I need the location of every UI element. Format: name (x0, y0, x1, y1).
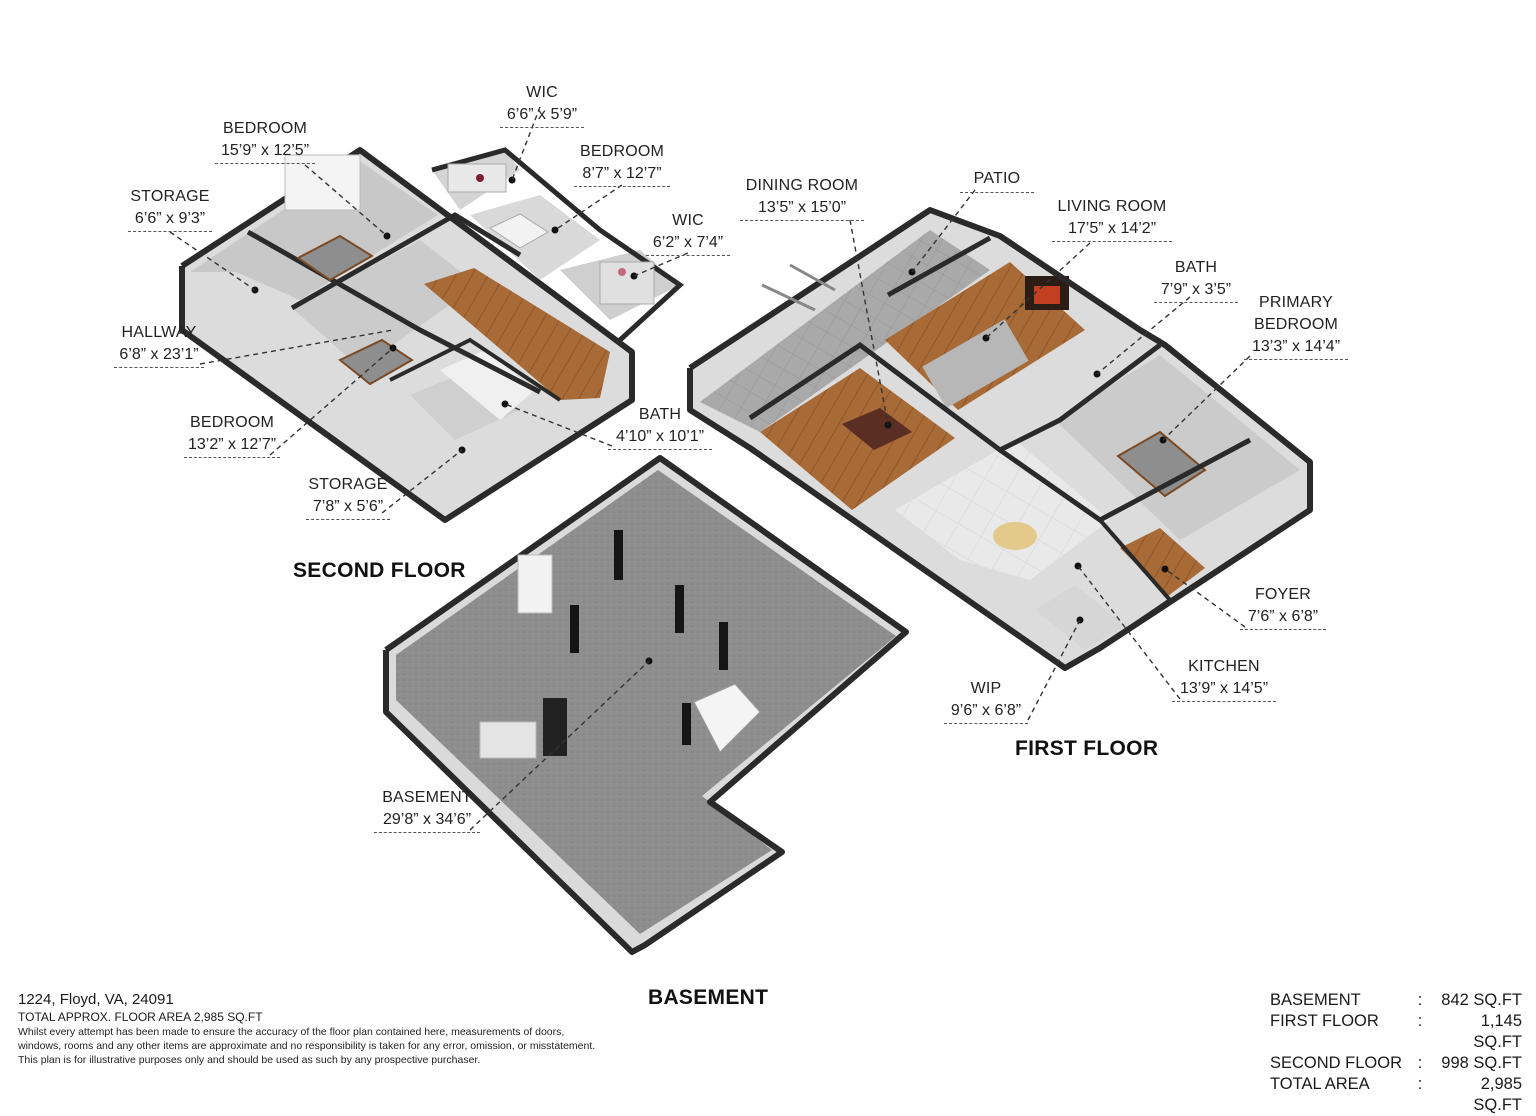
room-label-wic-upper: WIC 6’6” x 5’9” (500, 82, 584, 128)
leader-lines (169, 106, 1251, 831)
room-name: HALLWAY (121, 324, 197, 341)
area-row: SECOND FLOOR : 998 SQ.FT (1270, 1053, 1522, 1074)
disclaimer-line-3: This plan is for illustrative purposes o… (18, 1054, 481, 1066)
room-name: STORAGE (130, 188, 210, 205)
room-name: LIVING ROOM (1057, 198, 1167, 215)
footer-info: 1224, Floyd, VA, 24091 TOTAL APPROX. FLO… (18, 990, 678, 1067)
room-label-bedroom-3: BEDROOM 13’2” x 12’7” (184, 412, 280, 458)
room-name: WIC (672, 212, 704, 229)
room-label-living-room: LIVING ROOM 17’5” x 14’2” (1052, 196, 1172, 242)
area-separator: : (1417, 1075, 1423, 1093)
area-value: 2,985 SQ.FT (1473, 1075, 1522, 1114)
room-dimensions: 6’6” x 5’9” (500, 104, 584, 128)
room-name: DINING ROOM (745, 177, 859, 194)
room-name: BASEMENT (382, 789, 472, 806)
room-name: STORAGE (308, 476, 388, 493)
room-name: FOYER (1254, 586, 1312, 603)
room-label-hallway: HALLWAY 6’8” x 23’1” (114, 322, 204, 368)
room-label-foyer: FOYER 7’6” x 6’8” (1240, 584, 1326, 630)
room-label-bedroom-2: BEDROOM 8’7” x 12’7” (574, 141, 670, 187)
area-separator: : (1417, 1054, 1423, 1072)
room-name-line-2: BEDROOM (1253, 316, 1339, 333)
property-address: 1224, Floyd, VA, 24091 (18, 991, 174, 1008)
area-value: 998 SQ.FT (1441, 1054, 1522, 1072)
room-name: BATH (638, 406, 682, 423)
room-label-wip: WIP 9’6” x 6’8” (944, 678, 1028, 724)
basement-plan (383, 455, 909, 955)
room-dimensions (960, 190, 1034, 193)
area-row: BASEMENT : 842 SQ.FT (1270, 990, 1522, 1011)
total-floor-area: TOTAL APPROX. FLOOR AREA 2,985 SQ.FT (18, 1010, 263, 1024)
room-dimensions: 15’9” x 12’5” (215, 140, 315, 164)
room-label-bath-first: BATH 7’9” x 3’5” (1154, 257, 1238, 303)
room-dimensions: 13’2” x 12’7” (184, 434, 280, 458)
room-name: BEDROOM (222, 120, 308, 137)
first-floor-plan (687, 207, 1313, 671)
first-floor-title: FIRST FLOOR (1015, 737, 1159, 760)
disclaimer-line-2: windows, rooms and any other items are a… (18, 1040, 596, 1052)
area-row: FIRST FLOOR : 1,145 SQ.FT (1270, 1011, 1522, 1053)
room-dimensions: 6’8” x 23’1” (114, 344, 204, 368)
area-value: 842 SQ.FT (1441, 991, 1522, 1009)
room-name: BATH (1174, 259, 1218, 276)
area-label: SECOND FLOOR (1270, 1054, 1403, 1072)
room-label-bedroom-1: BEDROOM 15’9” x 12’5” (215, 118, 315, 164)
room-name: BEDROOM (189, 414, 275, 431)
second-floor-title: SECOND FLOOR (293, 559, 466, 582)
area-label: FIRST FLOOR (1270, 1012, 1379, 1030)
room-dimensions: 9’6” x 6’8” (944, 700, 1028, 724)
room-dimensions: 29’8” x 34’6” (374, 809, 480, 833)
area-separator: : (1417, 991, 1423, 1009)
room-name: WIP (970, 680, 1002, 697)
room-dimensions: 6’6” x 9’3” (128, 208, 212, 232)
room-label-patio: PATIO (960, 168, 1034, 193)
room-label-wic-2: WIC 6’2” x 7’4” (646, 210, 730, 256)
room-name: BEDROOM (579, 143, 665, 160)
area-value: 1,145 SQ.FT (1473, 1012, 1522, 1051)
room-name: WIC (526, 84, 558, 101)
room-label-storage-1: STORAGE 6’6” x 9’3” (128, 186, 212, 232)
room-dimensions: 7’8” x 5’6” (306, 496, 390, 520)
disclaimer-line-1: Whilst every attempt has been made to en… (18, 1026, 565, 1038)
room-dimensions: 13’9” x 14’5” (1172, 678, 1276, 702)
area-row: TOTAL AREA : 2,985 SQ.FT (1270, 1074, 1522, 1116)
area-label: BASEMENT (1270, 991, 1361, 1009)
room-label-bath-upper: BATH 4’10” x 10’1” (608, 404, 712, 450)
room-dimensions: 7’6” x 6’8” (1240, 606, 1326, 630)
room-label-dining-room: DINING ROOM 13’5” x 15’0” (740, 175, 864, 221)
room-dimensions: 17’5” x 14’2” (1052, 218, 1172, 242)
second-floor-plan (179, 147, 685, 523)
room-label-primary-bedroom: PRIMARY BEDROOM 13’3” x 14’4” (1244, 292, 1348, 360)
room-dimensions: 13’3” x 14’4” (1244, 336, 1348, 360)
area-summary: BASEMENT : 842 SQ.FT FIRST FLOOR : 1,145… (1270, 990, 1522, 1116)
floor-plan-illustration (169, 106, 1313, 955)
area-label: TOTAL AREA (1270, 1075, 1370, 1093)
room-label-storage-2: STORAGE 7’8” x 5’6” (306, 474, 390, 520)
area-separator: : (1417, 1012, 1423, 1030)
room-name-line-1: PRIMARY (1258, 294, 1333, 311)
room-dimensions: 8’7” x 12’7” (574, 163, 670, 187)
room-dimensions: 4’10” x 10’1” (608, 426, 712, 450)
room-name: PATIO (973, 170, 1021, 187)
room-dimensions: 13’5” x 15’0” (740, 197, 864, 221)
room-name: KITCHEN (1188, 658, 1260, 675)
room-label-basement: BASEMENT 29’8” x 34’6” (374, 787, 480, 833)
room-label-kitchen: KITCHEN 13’9” x 14’5” (1172, 656, 1276, 702)
room-dimensions: 7’9” x 3’5” (1154, 279, 1238, 303)
room-dimensions: 6’2” x 7’4” (646, 232, 730, 256)
basement-title: BASEMENT (648, 986, 769, 1009)
